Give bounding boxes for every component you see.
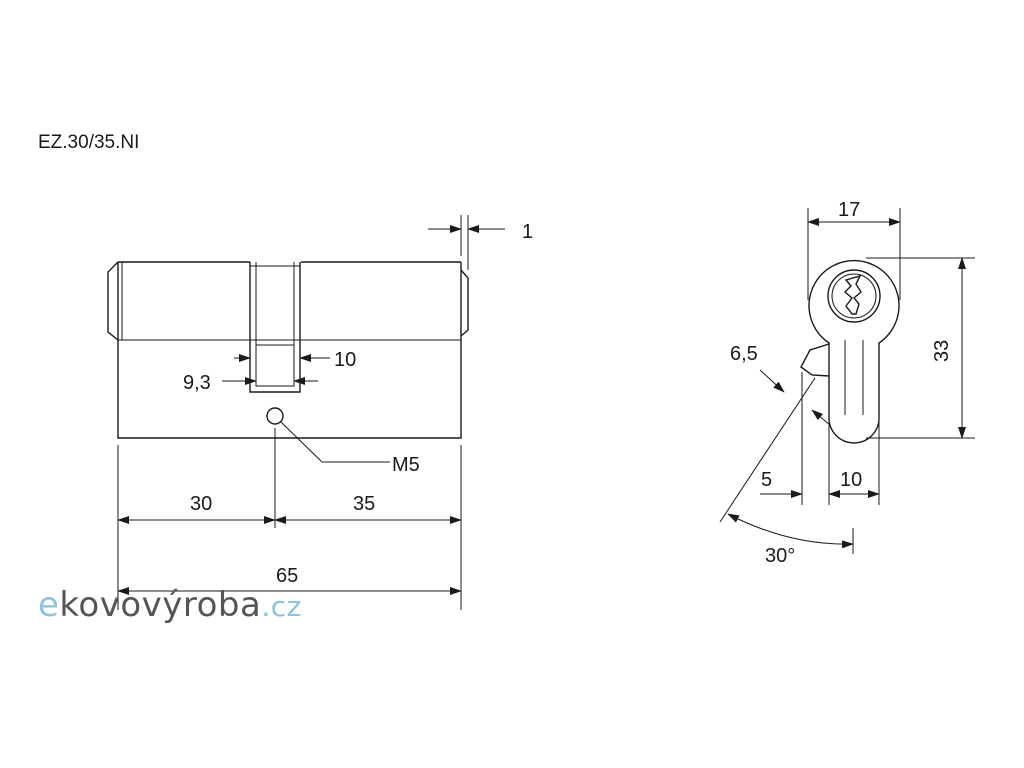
dim-33-label: 33: [931, 340, 953, 362]
logo-prefix: e: [38, 585, 60, 625]
cylinder-front-view: [107, 261, 469, 463]
side-view-dimensions: 17 33 6,5 5 10 30°: [719, 199, 975, 567]
dim-30-label: 30: [190, 493, 212, 515]
dim-9-3-label: 9,3: [183, 372, 211, 394]
dim-10-label: 10: [334, 349, 356, 371]
dim-65-label: 65: [276, 565, 298, 587]
dim-17-label: 17: [838, 199, 860, 221]
dim-5-label: 5: [761, 469, 772, 491]
dim-30-degree-label: 30°: [765, 545, 795, 567]
dim-1-label: 1: [522, 221, 533, 243]
logo-main: kovovýroba: [59, 585, 262, 625]
front-view-dimensions: 30 35 65 1 10 9,3 M5: [117, 215, 533, 610]
logo-suffix: .cz: [261, 590, 302, 623]
drawing-title: EZ.30/35.NI: [38, 132, 139, 153]
dim-10-side-label: 10: [840, 469, 862, 491]
dim-6-5-label: 6,5: [730, 343, 758, 365]
cylinder-side-view: [800, 259, 900, 444]
site-logo: ekovovýroba.cz: [38, 588, 302, 622]
m5-hole: [266, 407, 284, 425]
thread-m5-label: M5: [392, 454, 420, 476]
dim-35-label: 35: [353, 493, 375, 515]
